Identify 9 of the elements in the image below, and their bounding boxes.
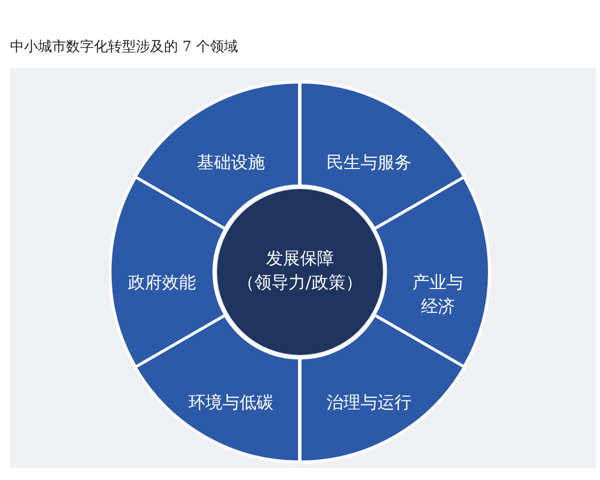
segment-label: 产业与经济 — [411, 272, 464, 319]
segment-label: 环境与低碳 — [187, 392, 274, 414]
center-subheading: （领导力/政策） — [238, 272, 362, 295]
segment-label: 民生与服务 — [326, 152, 412, 176]
center-heading: 发展保障 — [266, 248, 334, 272]
segment-label: 基础设施 — [196, 152, 266, 176]
diagram-title: 中小城市数字化转型涉及的 7 个领域 — [10, 38, 238, 56]
segment-label: 治理与运行 — [326, 392, 412, 414]
segment-label: 政府效能 — [127, 272, 197, 295]
